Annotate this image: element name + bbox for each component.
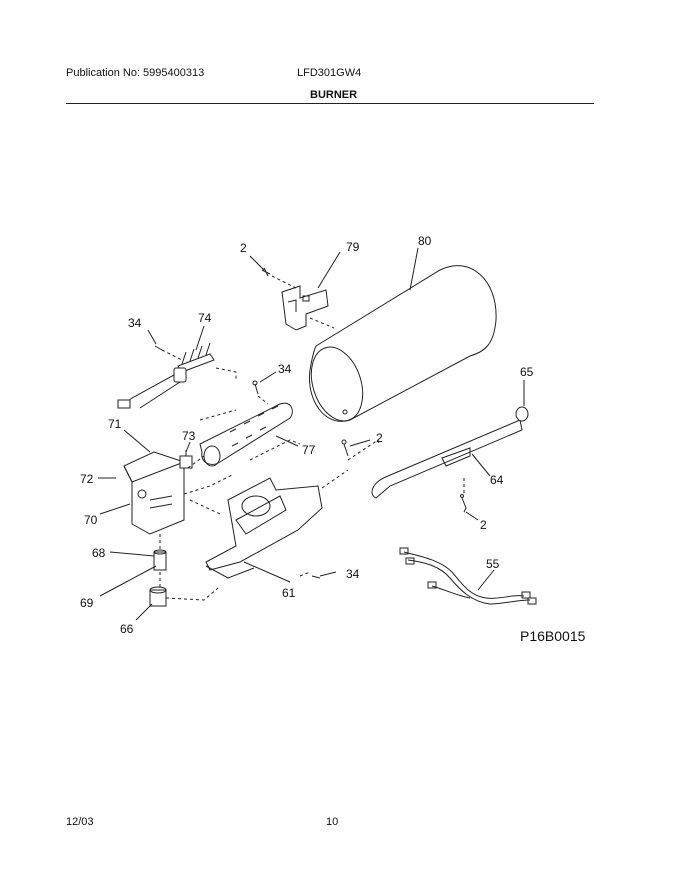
pipe-cap-part (515, 406, 529, 422)
page-number: 10 (326, 816, 339, 828)
callout: 80 (418, 234, 432, 248)
publication-number: Publication No: 5995400313 (66, 67, 205, 79)
callout: 34 (346, 567, 360, 581)
bracket-part (281, 285, 329, 331)
igniter-part (117, 342, 215, 409)
gas-valve-part (123, 450, 193, 535)
model-number: LFD301GW4 (297, 67, 362, 79)
callout: 77 (302, 443, 316, 457)
callout: 2 (376, 431, 383, 445)
gas-pipe-part (341, 419, 523, 513)
callout: 34 (278, 362, 292, 376)
callout: 79 (346, 240, 360, 254)
orifice-fitting-part (149, 549, 167, 607)
callout: 2 (480, 518, 487, 532)
callout: 73 (182, 429, 196, 443)
callout: 61 (282, 586, 296, 600)
callout: 72 (80, 472, 94, 486)
burner-part (199, 380, 293, 467)
diagram-code: P16B0015 (520, 628, 586, 644)
callout-labels: 2 79 80 34 74 34 65 71 73 77 2 64 72 70 … (80, 234, 586, 644)
callout: 2 (240, 241, 247, 255)
callout: 71 (108, 417, 122, 431)
callout: 70 (84, 513, 98, 527)
callout: 69 (80, 596, 94, 610)
wire-harness-part (399, 547, 537, 605)
callout: 66 (120, 622, 134, 636)
assembly-lines (159, 275, 465, 601)
callout: 55 (486, 557, 500, 571)
callout: 65 (520, 365, 534, 379)
burner-tube-part (308, 265, 497, 422)
burner-bracket-part (205, 477, 323, 579)
callout: 68 (92, 546, 106, 560)
footer-date: 12/03 (66, 816, 94, 828)
section-title: BURNER (310, 89, 358, 101)
header-rule (66, 103, 594, 105)
callout: 34 (128, 316, 142, 330)
callout: 74 (198, 311, 212, 325)
callout: 64 (490, 473, 504, 487)
leader-lines (98, 247, 525, 621)
screw-part (261, 267, 271, 277)
